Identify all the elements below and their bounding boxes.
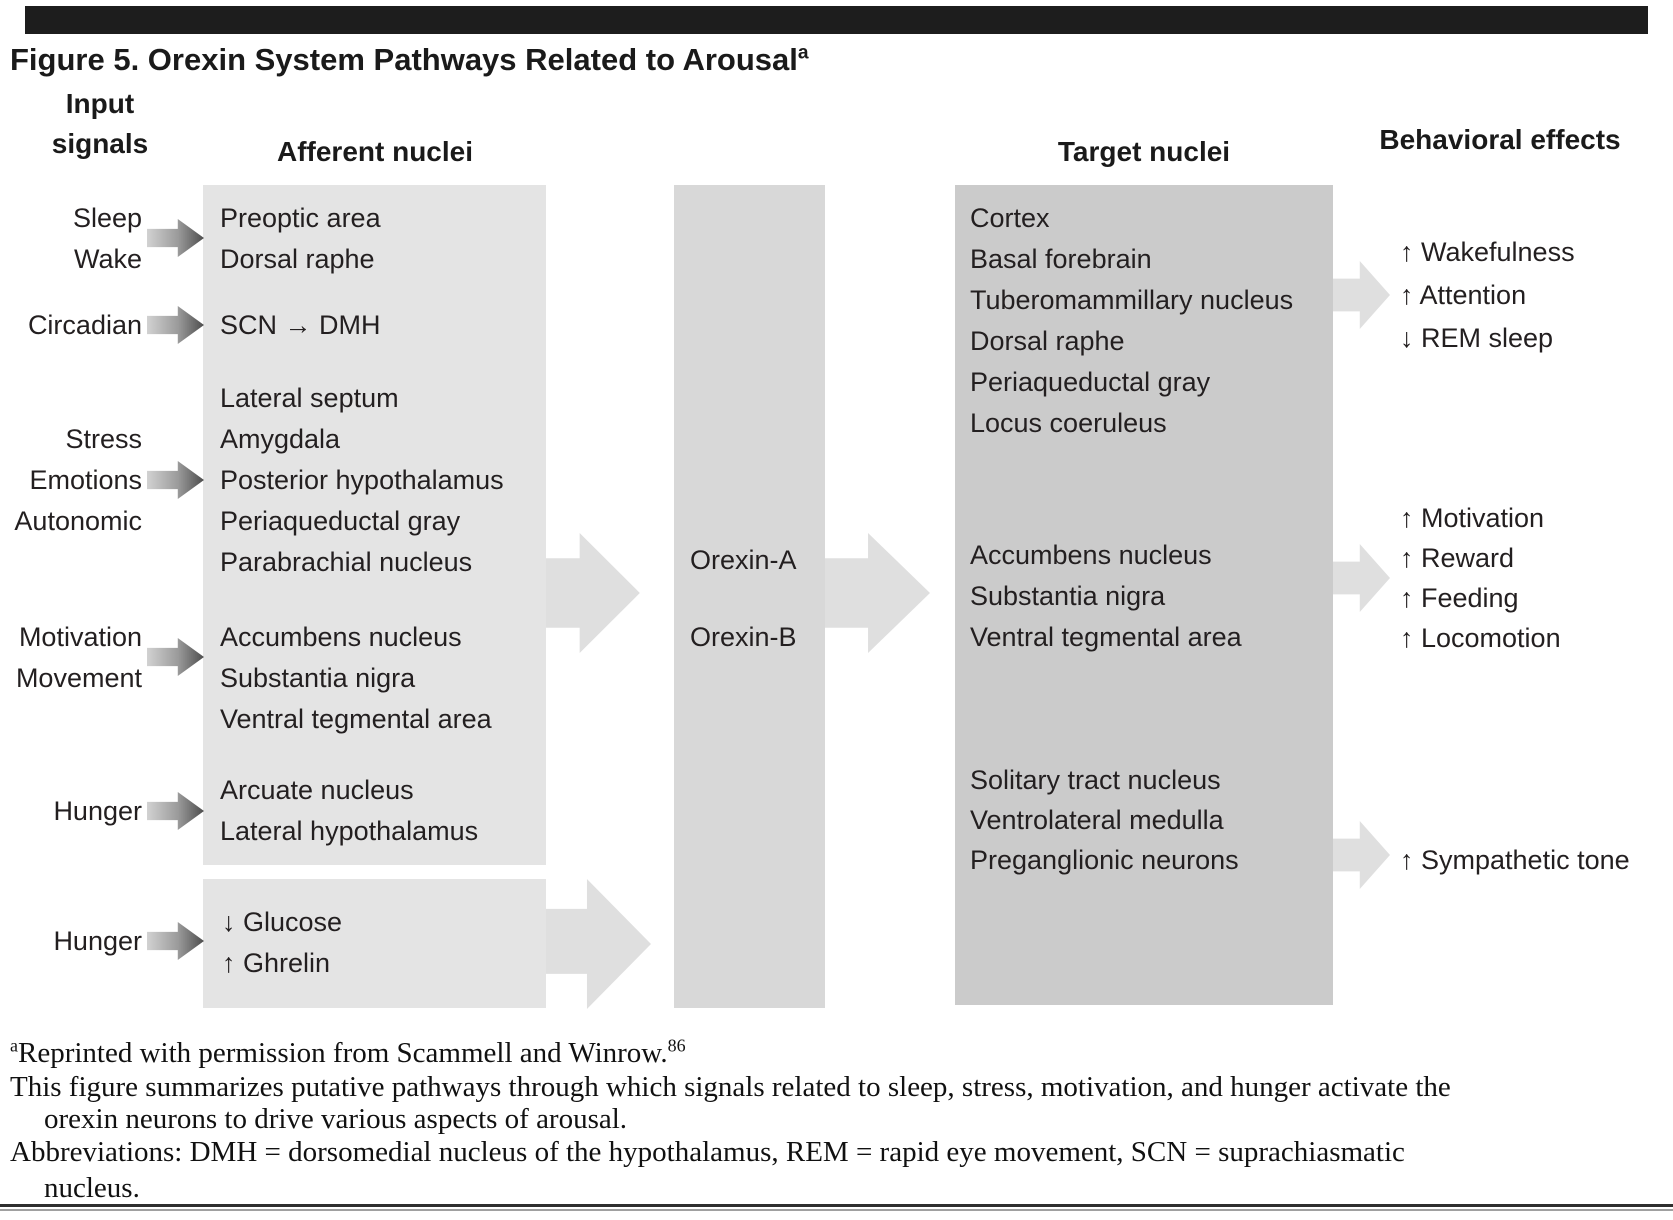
afferent-item: Parabrachial nucleus bbox=[220, 547, 473, 577]
behavioral-effect: ↑ Locomotion bbox=[1400, 623, 1561, 653]
target-item: Periaqueductal gray bbox=[970, 367, 1211, 397]
afferent-item: Preoptic area bbox=[220, 203, 381, 233]
figure-title-text: Figure 5. Orexin System Pathways Related… bbox=[10, 42, 798, 77]
target-item: Solitary tract nucleus bbox=[970, 765, 1221, 795]
column-header-afferent-nuclei: Afferent nuclei bbox=[276, 136, 474, 167]
input-label-stress: Stress bbox=[65, 424, 142, 454]
target-item: Locus coeruleus bbox=[970, 408, 1167, 438]
input-label-autonomic: Autonomic bbox=[14, 506, 142, 536]
flow-arrow-target-to-sympathetic bbox=[1333, 821, 1390, 889]
behavioral-effect: ↑ Reward bbox=[1400, 543, 1515, 573]
afferent-item: Dorsal raphe bbox=[220, 244, 375, 274]
afferent-item: Accumbens nucleus bbox=[220, 622, 462, 652]
input-label-sleep: Sleep bbox=[72, 203, 142, 233]
behavioral-effect: ↑ Attention bbox=[1400, 280, 1527, 310]
footnote-superscript-a: a bbox=[10, 1035, 18, 1056]
footnote-reference-number: 86 bbox=[667, 1035, 686, 1056]
orexin-b-label: Orexin-B bbox=[690, 622, 797, 652]
top-rule bbox=[25, 6, 1648, 34]
behavioral-effect: ↑ Wakefulness bbox=[1400, 237, 1575, 267]
orexin-a-label: Orexin-A bbox=[690, 545, 797, 575]
flow-arrow-hunger-to-orexin bbox=[546, 879, 651, 1009]
target-item: Basal forebrain bbox=[970, 244, 1152, 274]
afferent-nuclei-box bbox=[203, 185, 546, 865]
flow-arrow-target-to-reward bbox=[1333, 544, 1390, 612]
bottom-rule-shadow bbox=[0, 1209, 1673, 1211]
footnote-line-summary-2: orexin neurons to drive various aspects … bbox=[44, 1103, 628, 1135]
footnote-attribution-text: Reprinted with permission from Scammell … bbox=[17, 1037, 668, 1069]
target-item: Accumbens nucleus bbox=[970, 540, 1212, 570]
input-arrow-sleep-wake bbox=[147, 219, 204, 257]
input-label-wake: Wake bbox=[73, 244, 142, 274]
input-label-motivation: Motivation bbox=[18, 622, 142, 652]
afferent-item: Substantia nigra bbox=[220, 663, 416, 693]
behavioral-effect: ↑ Sympathetic tone bbox=[1400, 845, 1630, 875]
target-item: Cortex bbox=[970, 203, 1050, 233]
bottom-rule bbox=[0, 1204, 1673, 1207]
column-header-input-signals: Input signals bbox=[30, 88, 170, 160]
input-label-circadian: Circadian bbox=[27, 310, 142, 340]
input-label-movement: Movement bbox=[15, 663, 142, 693]
input-arrow-circadian bbox=[147, 306, 204, 344]
behavioral-effect: ↑ Feeding bbox=[1400, 583, 1519, 613]
target-item: Ventral tegmental area bbox=[970, 622, 1242, 652]
input-signals-line2: signals bbox=[51, 128, 149, 159]
hunger-signal-ghrelin: ↑ Ghrelin bbox=[222, 948, 331, 978]
footnote-line-attribution: aReprinted with permission from Scammell… bbox=[10, 1036, 686, 1070]
input-arrow-stress-emotions bbox=[147, 461, 204, 499]
afferent-item: Arcuate nucleus bbox=[220, 775, 414, 805]
target-item: Preganglionic neurons bbox=[970, 845, 1239, 875]
input-signals-line1: Input bbox=[65, 88, 135, 119]
input-arrow-motivation-movement bbox=[147, 638, 204, 676]
afferent-item: Amygdala bbox=[220, 424, 341, 454]
hunger-signals-box bbox=[203, 879, 546, 1008]
footnote-line-summary-1: This figure summarizes putative pathways… bbox=[10, 1071, 1451, 1103]
target-item: Ventrolateral medulla bbox=[970, 805, 1224, 835]
column-header-behavioral-effects: Behavioral effects bbox=[1379, 124, 1621, 155]
flow-arrow-target-to-wakefulness bbox=[1333, 261, 1390, 329]
input-arrow-hunger-2 bbox=[147, 922, 204, 960]
orexin-box bbox=[674, 185, 825, 1008]
target-item: Dorsal raphe bbox=[970, 326, 1125, 356]
hunger-signal-glucose: ↓ Glucose bbox=[222, 907, 343, 937]
behavioral-effect: ↑ Motivation bbox=[1400, 503, 1545, 533]
column-header-target-nuclei: Target nuclei bbox=[1057, 136, 1231, 167]
target-item: Substantia nigra bbox=[970, 581, 1166, 611]
figure-title: Figure 5. Orexin System Pathways Related… bbox=[10, 42, 809, 78]
footnote-line-abbreviations-1: Abbreviations: DMH = dorsomedial nucleus… bbox=[10, 1136, 1405, 1168]
afferent-item: SCN → DMH bbox=[220, 310, 381, 340]
input-arrow-hunger-1 bbox=[147, 792, 204, 830]
target-item: Tuberomammillary nucleus bbox=[970, 285, 1294, 315]
afferent-item: Posterior hypothalamus bbox=[220, 465, 504, 495]
afferent-item: Ventral tegmental area bbox=[220, 704, 492, 734]
figure-title-superscript: a bbox=[797, 42, 809, 64]
footnote-line-abbreviations-2: nucleus. bbox=[44, 1172, 140, 1204]
input-label-hunger-2: Hunger bbox=[53, 926, 142, 956]
afferent-item: Periaqueductal gray bbox=[220, 506, 461, 536]
afferent-item: Lateral septum bbox=[220, 383, 399, 413]
flow-arrow-orexin-to-target bbox=[825, 533, 930, 653]
input-label-hunger-1: Hunger bbox=[53, 796, 142, 826]
target-nuclei-box bbox=[955, 185, 1333, 1005]
flow-arrow-afferent-to-orexin bbox=[546, 533, 640, 653]
input-label-emotions: Emotions bbox=[29, 465, 142, 495]
afferent-item: Lateral hypothalamus bbox=[220, 816, 479, 846]
behavioral-effect: ↓ REM sleep bbox=[1400, 323, 1554, 353]
